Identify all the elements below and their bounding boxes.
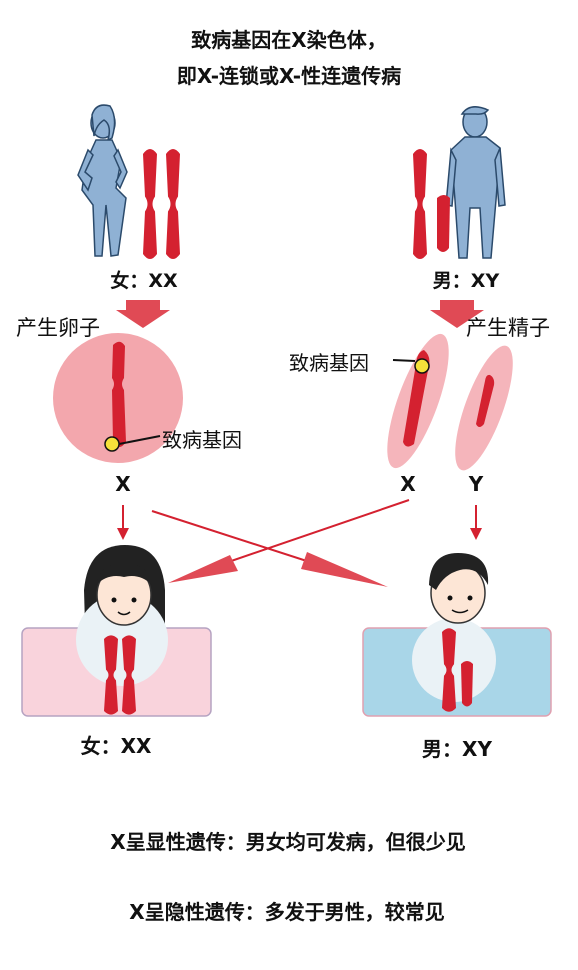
gene-marker-icon	[414, 358, 430, 374]
sperm-cell-y-icon	[455, 345, 513, 471]
sperm-production-label: 产生精子	[466, 316, 550, 340]
female-down-arrow-icon	[116, 300, 170, 328]
sperm-x-label: X	[400, 472, 416, 496]
egg-x-label: X	[115, 472, 131, 496]
gene-marker-icon	[104, 436, 120, 452]
sperm-y-label: Y	[468, 472, 484, 496]
sperm-gene-label: 致病基因	[289, 351, 369, 375]
daughter-genotype-label: 女：XX	[80, 734, 152, 758]
daughter-face-icon	[76, 545, 168, 686]
sperm-cell-x-icon	[387, 333, 449, 469]
son-chromosome-pair-icon	[442, 628, 473, 712]
recessive-note: X呈隐性遗传：多发于男性，较常见	[129, 900, 445, 924]
title-line-1: 致病基因在X染色体，	[191, 28, 387, 52]
diagram-title: 致病基因在X染色体， 即X-连锁或X-性连遗传病	[177, 22, 401, 94]
egg-cell-icon	[53, 333, 183, 463]
female-chromosome-pair-icon	[143, 149, 180, 259]
cross-arrows	[151, 499, 410, 587]
male-figure-icon	[445, 106, 506, 259]
offspring-arrows	[117, 505, 482, 540]
male-down-arrow-icon	[430, 300, 484, 328]
male-chromosome-pair-icon	[413, 149, 450, 259]
female-genotype-label: 女：XX	[110, 270, 178, 292]
title-line-2: 即X-连锁或X-性连遗传病	[176, 64, 402, 88]
egg-gene-label: 致病基因	[162, 428, 242, 452]
egg-production-label: 产生卵子	[16, 316, 100, 340]
dominant-note: X呈显性遗传：男女均可发病，但很少见	[110, 830, 466, 854]
son-genotype-label: 男：XY	[422, 737, 492, 761]
female-figure-icon	[77, 104, 128, 257]
male-genotype-label: 男：XY	[432, 270, 500, 292]
